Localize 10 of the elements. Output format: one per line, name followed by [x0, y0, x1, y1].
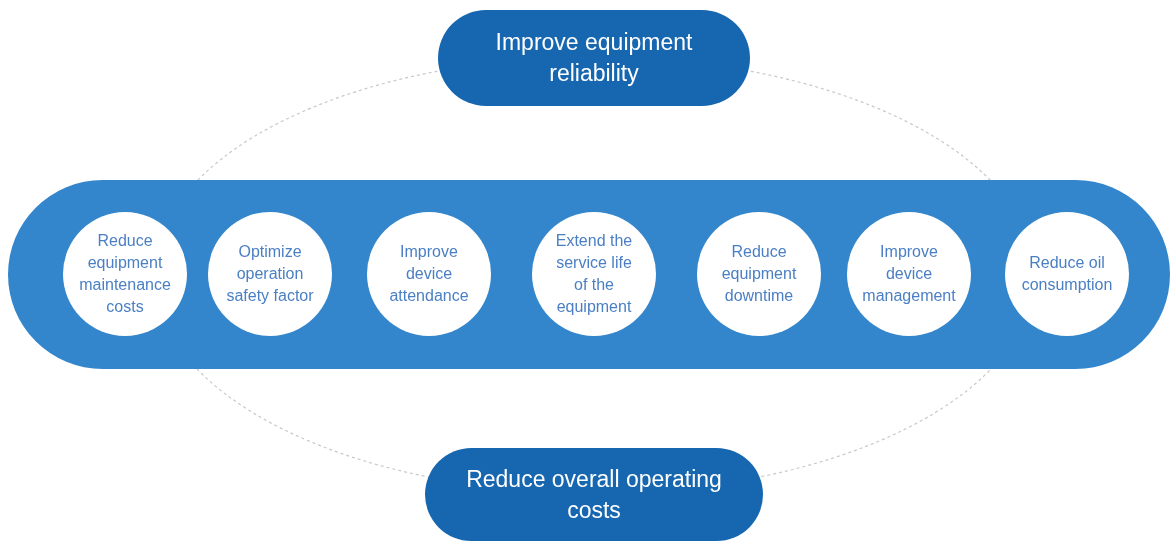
- benefit-circle: Optimize operation safety factor: [208, 212, 332, 336]
- band-background: [8, 180, 1170, 369]
- benefit-circle: Improve device attendance: [367, 212, 491, 336]
- goal-pill: Improve equipment reliability: [438, 10, 750, 106]
- goal-pill: Reduce overall operating costs: [425, 448, 763, 541]
- benefit-circle: Reduce equipment maintenance costs: [63, 212, 187, 336]
- benefit-circle: Reduce oil consumption: [1005, 212, 1129, 336]
- benefit-circle: Extend the service life of the equipment: [532, 212, 656, 336]
- benefit-circle: Improve device management: [847, 212, 971, 336]
- benefit-circle: Reduce equipment downtime: [697, 212, 821, 336]
